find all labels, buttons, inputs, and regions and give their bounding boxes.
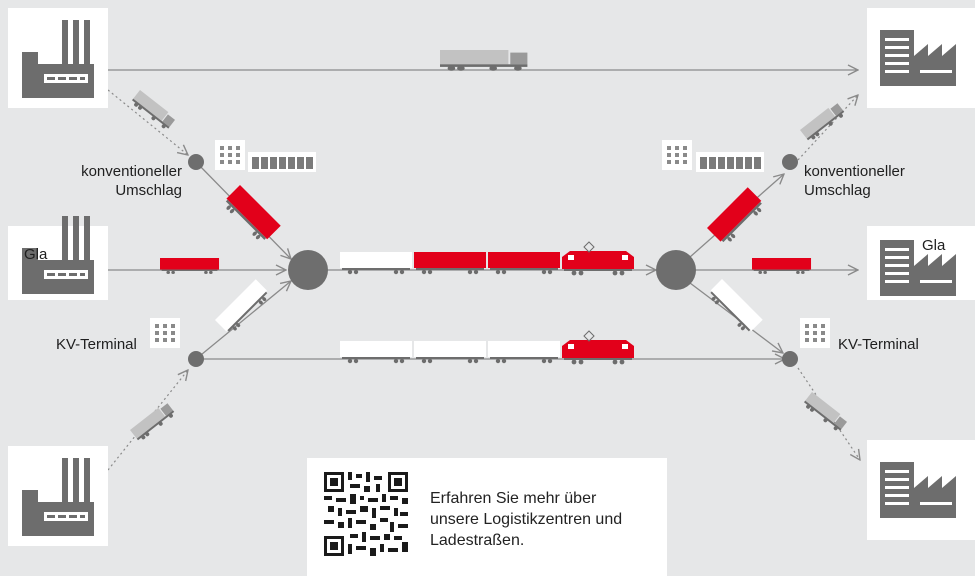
- qr-box[interactable]: [307, 458, 667, 576]
- warehouse-icon: [662, 140, 692, 170]
- info-line: Erfahren Sie mehr über: [430, 490, 597, 507]
- freight-wagon-icon: [221, 185, 281, 245]
- label-line: konventioneller: [81, 163, 182, 180]
- label-conv-left: konventioneller Umschlag: [56, 162, 182, 200]
- freight-wagon-icon: [340, 341, 412, 364]
- freight-wagon-icon: [706, 279, 763, 336]
- warehouse-icon: [215, 140, 245, 170]
- truck-icon: [440, 50, 528, 71]
- warehouse-conv-right: [662, 140, 764, 172]
- label-line: Umschlag: [115, 182, 182, 199]
- freight-wagon-icon: [414, 252, 486, 275]
- factory-bottom-right: [867, 440, 975, 540]
- locomotive-icon: [561, 330, 635, 365]
- factory-top-right: [867, 8, 975, 108]
- node-conv-left: [188, 154, 204, 170]
- node-kv-left: [188, 351, 204, 367]
- freight-wagon-icon: [488, 252, 560, 275]
- freight-wagon-icon: [752, 258, 812, 274]
- label-gla-left: Gla: [24, 246, 48, 263]
- loading-bay-icon: [696, 152, 764, 172]
- factory-middle-left: [8, 216, 108, 300]
- truck-icon: [802, 392, 849, 433]
- truck-icon: [800, 101, 847, 143]
- freight-wagon-icon: [215, 279, 272, 336]
- terminal-building-icon: [800, 318, 830, 348]
- label-line: konventioneller: [804, 163, 905, 180]
- freight-wagon-icon: [707, 187, 767, 247]
- factory-middle-right: [867, 226, 975, 300]
- loading-bay-icon: [248, 152, 316, 172]
- info-text[interactable]: Erfahren Sie mehr über unsere Logistikze…: [430, 488, 660, 551]
- truck-icon: [130, 401, 177, 443]
- freight-wagon-icon: [488, 341, 560, 364]
- label-gla-right: Gla: [922, 237, 946, 254]
- label-kv-right: KV-Terminal: [838, 336, 919, 353]
- factory-bottom-left: [8, 446, 108, 546]
- freight-wagon-icon: [414, 341, 486, 364]
- info-line: Ladestraßen.: [430, 532, 525, 549]
- node-conv-right: [782, 154, 798, 170]
- freight-wagon-icon: [340, 252, 412, 275]
- freight-wagon-icon: [160, 258, 220, 274]
- terminal-building-icon: [150, 318, 180, 348]
- label-kv-left: KV-Terminal: [56, 336, 137, 353]
- qr-code-icon: [324, 472, 408, 556]
- label-conv-right: konventioneller Umschlag: [804, 162, 905, 200]
- info-line: unsere Logistikzentren und: [430, 511, 623, 528]
- label-line: Umschlag: [804, 182, 871, 199]
- warehouse-conv-left: [215, 140, 316, 172]
- truck-icon: [130, 90, 177, 131]
- hub-left: [288, 250, 328, 290]
- node-kv-right: [782, 351, 798, 367]
- hub-right: [656, 250, 696, 290]
- factory-top-left: [8, 8, 108, 108]
- locomotive-icon: [561, 241, 635, 276]
